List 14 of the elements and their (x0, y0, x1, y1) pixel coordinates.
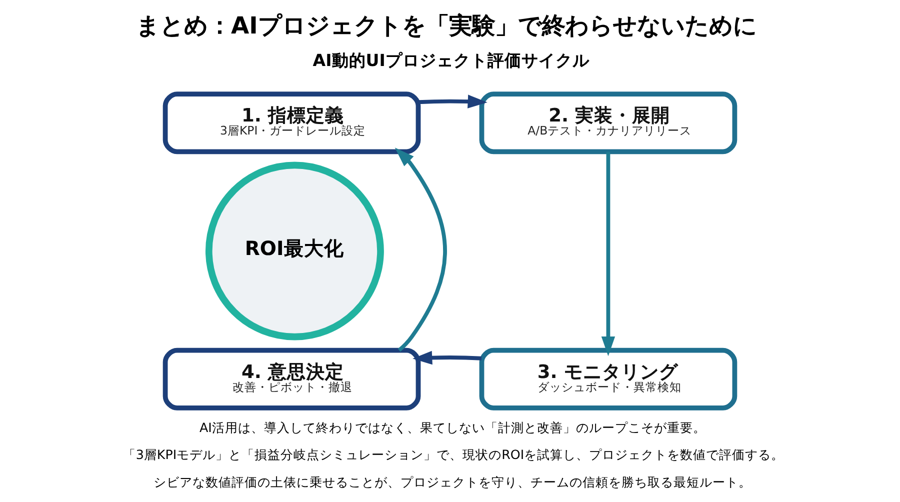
label: AI活用は、導入して終わりではなく、果てしない「計測と改善」のループこそが重要。 (199, 420, 706, 435)
arrow (601, 152, 616, 356)
node-box: 3. モニタリング ダッシュボード・異常検知 (479, 348, 738, 410)
label: 「3層KPIモデル」と「損益分岐点シミュレーション」で、現状のROIを試算し、プロジェクトを数値で評価する。 (122, 447, 784, 462)
diagram-title: まとめ：AIプロジェクトを「実験」で終わらせないために (136, 12, 757, 40)
arrow (412, 350, 482, 365)
label: AI動的UIプロジェクト評価サイクル (312, 50, 590, 70)
arrow (394, 148, 447, 352)
node-box: 2. 実装・展開 A/Bテスト・カナリアリリース (479, 92, 738, 154)
label: シビアな数値評価の土俵に乗せることが、プロジェクトを守り、チームの信頼を勝ち取る最短ルート。 (154, 474, 752, 490)
node-box: 1. 指標定義 3層KPI・ガードレール設定 (162, 92, 421, 154)
arrow (418, 94, 488, 108)
node-circle: ROI最大化 (205, 162, 384, 340)
node-box: 4. 意思決定 改善・ピボット・撤退 (162, 348, 421, 410)
